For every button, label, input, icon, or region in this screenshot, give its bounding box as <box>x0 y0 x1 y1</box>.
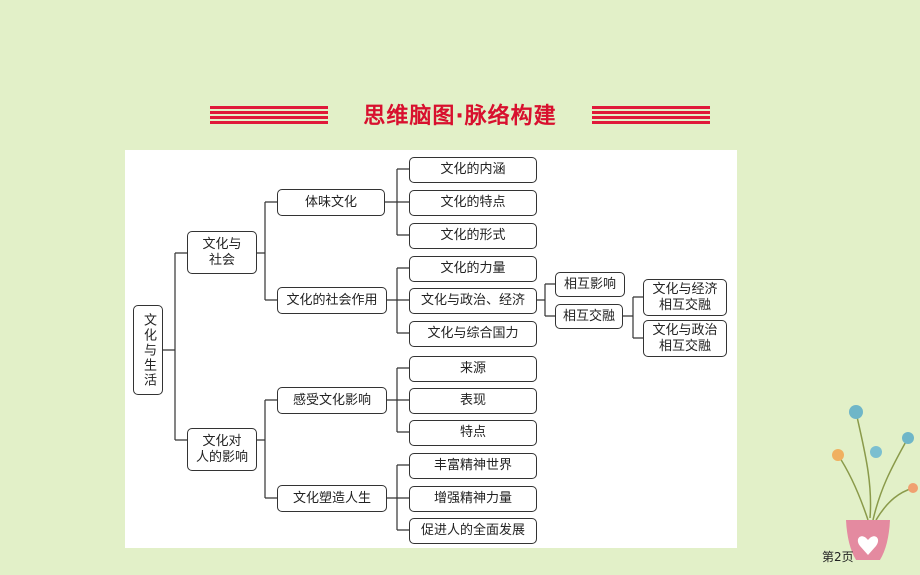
leaf-node-8: 表现 <box>409 388 537 414</box>
level2-node-2: 文化的社会作用 <box>277 287 387 314</box>
leaf-node-3: 文化的形式 <box>409 223 537 249</box>
root-node: 文化与生活 <box>133 305 163 395</box>
leaf-node-5: 文化与政治、经济 <box>409 288 537 314</box>
level2-node-1: 体味文化 <box>277 189 385 216</box>
title-stripes-left <box>210 106 328 128</box>
title-stripes-right <box>592 106 710 128</box>
leaf-node-12: 促进人的全面发展 <box>409 518 537 544</box>
subsub-node-politics: 文化与政治 相互交融 <box>643 320 727 357</box>
section-title-bar: 思维脑图·脉络构建 <box>210 100 710 134</box>
mind-map-panel: 文化与生活 文化与 社会 文化对 人的影响 体味文化 文化的社会作用 感受文化影… <box>125 150 737 548</box>
connector-lines <box>162 168 643 531</box>
leaf-node-4: 文化的力量 <box>409 256 537 282</box>
sub-node-mutual-integration: 相互交融 <box>555 304 623 329</box>
flower-vase-decoration <box>832 405 918 560</box>
leaf-node-9: 特点 <box>409 420 537 446</box>
level1-node-influence: 文化对 人的影响 <box>187 428 257 471</box>
leaf-node-1: 文化的内涵 <box>409 157 537 183</box>
page-number: 第2页 <box>822 550 854 564</box>
level1-node-society: 文化与 社会 <box>187 231 257 274</box>
page-title: 思维脑图·脉络构建 <box>210 100 710 134</box>
leaf-node-10: 丰富精神世界 <box>409 453 537 479</box>
leaf-node-7: 来源 <box>409 356 537 382</box>
leaf-node-2: 文化的特点 <box>409 190 537 216</box>
level2-node-4: 文化塑造人生 <box>277 485 387 512</box>
level2-node-3: 感受文化影响 <box>277 387 387 414</box>
leaf-node-11: 增强精神力量 <box>409 486 537 512</box>
leaf-node-6: 文化与综合国力 <box>409 321 537 347</box>
sub-node-mutual-influence: 相互影响 <box>555 272 625 297</box>
subsub-node-economy: 文化与经济 相互交融 <box>643 279 727 316</box>
